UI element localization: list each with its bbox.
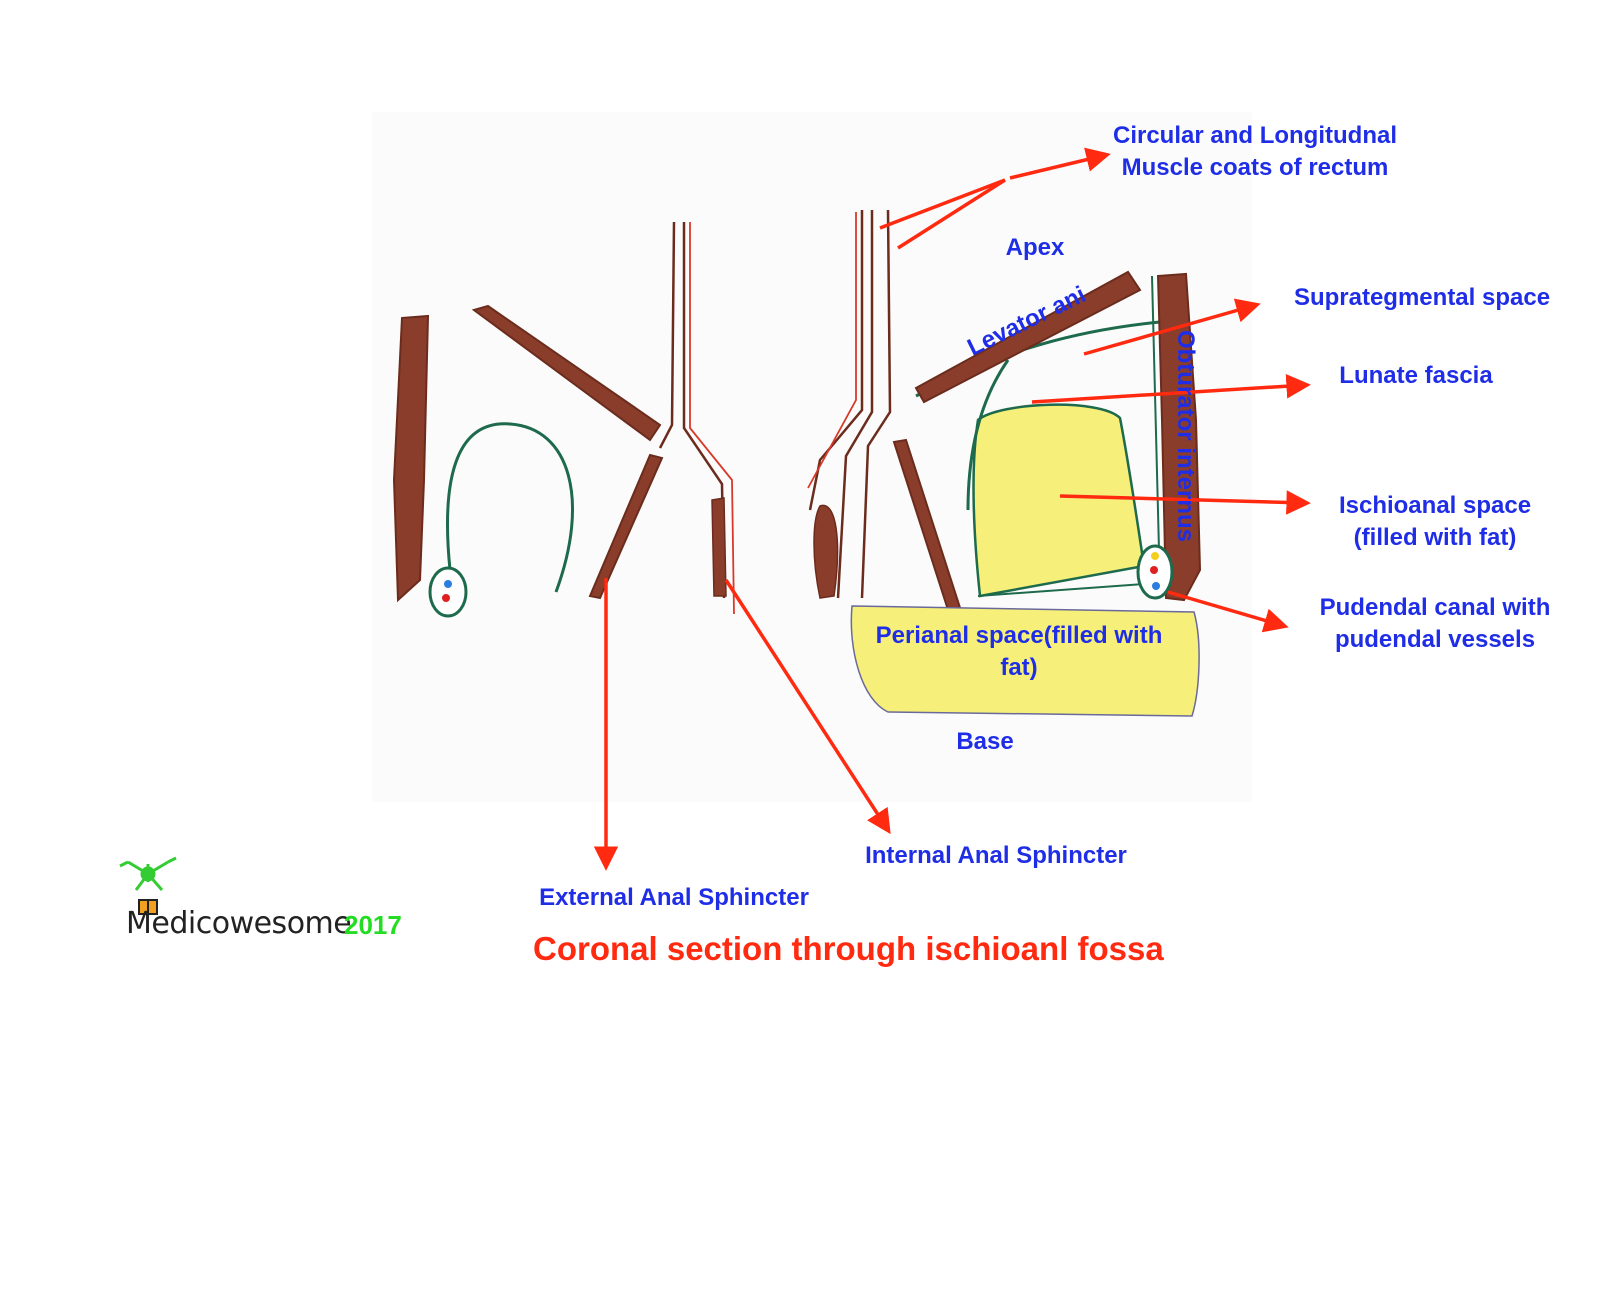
- arrow-internal-sphincter: [724, 579, 891, 835]
- left-pudendal-canal: [428, 566, 468, 618]
- arrow-ischioanal-space: [1059, 490, 1311, 515]
- left-pudendal-artery-dot: [442, 594, 450, 602]
- pudendal-canal-label-line1: Pudendal canal with: [1319, 594, 1551, 621]
- ischioanal-fat-lower-border: [977, 583, 1145, 597]
- left-rectal-wall-red: [689, 222, 735, 615]
- ischioanal-space-label: Ischioanal space (filled with fat): [1310, 490, 1560, 554]
- arrow-suprategmental: [1083, 298, 1261, 356]
- muscle-coats-label-line1: Circular and Longitudnal: [1112, 122, 1397, 149]
- left-rectal-wall-outer: [658, 221, 676, 449]
- left-pudendal-vein-dot: [444, 580, 452, 588]
- right-rectal-wall-3: [860, 209, 892, 599]
- perianal-fat-region: [850, 605, 1200, 717]
- lunate-fascia-label: Lunate fascia: [1339, 362, 1493, 389]
- neuron-icon: [119, 856, 177, 891]
- base-label: Base: [956, 728, 1014, 755]
- ischioanal-space-label-line2: (filled with fat): [1353, 524, 1517, 551]
- right-pudendal-vein-dot: [1152, 582, 1160, 590]
- apex-label: Apex: [1005, 234, 1065, 261]
- arrow-muscle-coats-main: [1009, 147, 1111, 180]
- arrow-muscle-coats-a: [879, 178, 1006, 230]
- obturator-fascia: [1151, 275, 1161, 591]
- pudendal-canal-label: Pudendal canal with pudendal vessels: [1290, 592, 1580, 656]
- right-pudendal-artery-dot: [1150, 566, 1158, 574]
- diagram-caption: Coronal section through ischioanl fossa: [533, 930, 1164, 967]
- perianal-space-label-line2: fat): [1000, 654, 1038, 681]
- left-fascia-loop: [446, 422, 574, 593]
- left-external-sphincter-muscle: [588, 453, 664, 600]
- right-obturator-internus-muscle: [1156, 272, 1202, 602]
- perianal-space-label: Perianal space(filled with fat): [854, 620, 1184, 684]
- right-rectal-wall-red: [807, 212, 857, 489]
- left-levator-ani-muscle: [471, 304, 662, 442]
- right-rectal-wall-2: [836, 210, 874, 599]
- muscle-coats-label: Circular and Longitudnal Muscle coats of…: [1090, 120, 1420, 184]
- internal-anal-sphincter-label: Internal Anal Sphincter: [865, 842, 1127, 869]
- suprategmental-space-label: Suprategmental space: [1293, 284, 1551, 311]
- logo-brand-text: Medicowesome: [126, 906, 352, 941]
- muscle-coats-label-line2: Muscle coats of rectum: [1121, 154, 1389, 181]
- left-obturator-internus-muscle: [392, 314, 430, 603]
- right-internal-sphincter-muscle: [813, 504, 839, 599]
- obturator-internus-label: Obturator internus: [1172, 330, 1199, 542]
- logo-year-text: 2017: [344, 910, 402, 940]
- pudendal-canal-label-line2: pudendal vessels: [1334, 626, 1536, 653]
- arrow-pudendal-canal: [1167, 590, 1289, 633]
- external-anal-sphincter-label: External Anal Sphincter: [539, 884, 809, 911]
- ischioanal-fat-region: [972, 403, 1146, 598]
- arrow-muscle-coats-b: [897, 178, 1006, 250]
- ischioanal-space-label-line1: Ischioanal space: [1338, 492, 1532, 519]
- right-pudendal-nerve-dot: [1151, 552, 1159, 560]
- perianal-space-label-line1: Perianal space(filled with: [875, 622, 1163, 649]
- arrow-lunate-fascia: [1031, 373, 1311, 404]
- right-levator-ani-muscle: [914, 270, 1142, 404]
- left-internal-sphincter-muscle: [711, 497, 727, 597]
- right-rectal-wall-1: [808, 210, 864, 511]
